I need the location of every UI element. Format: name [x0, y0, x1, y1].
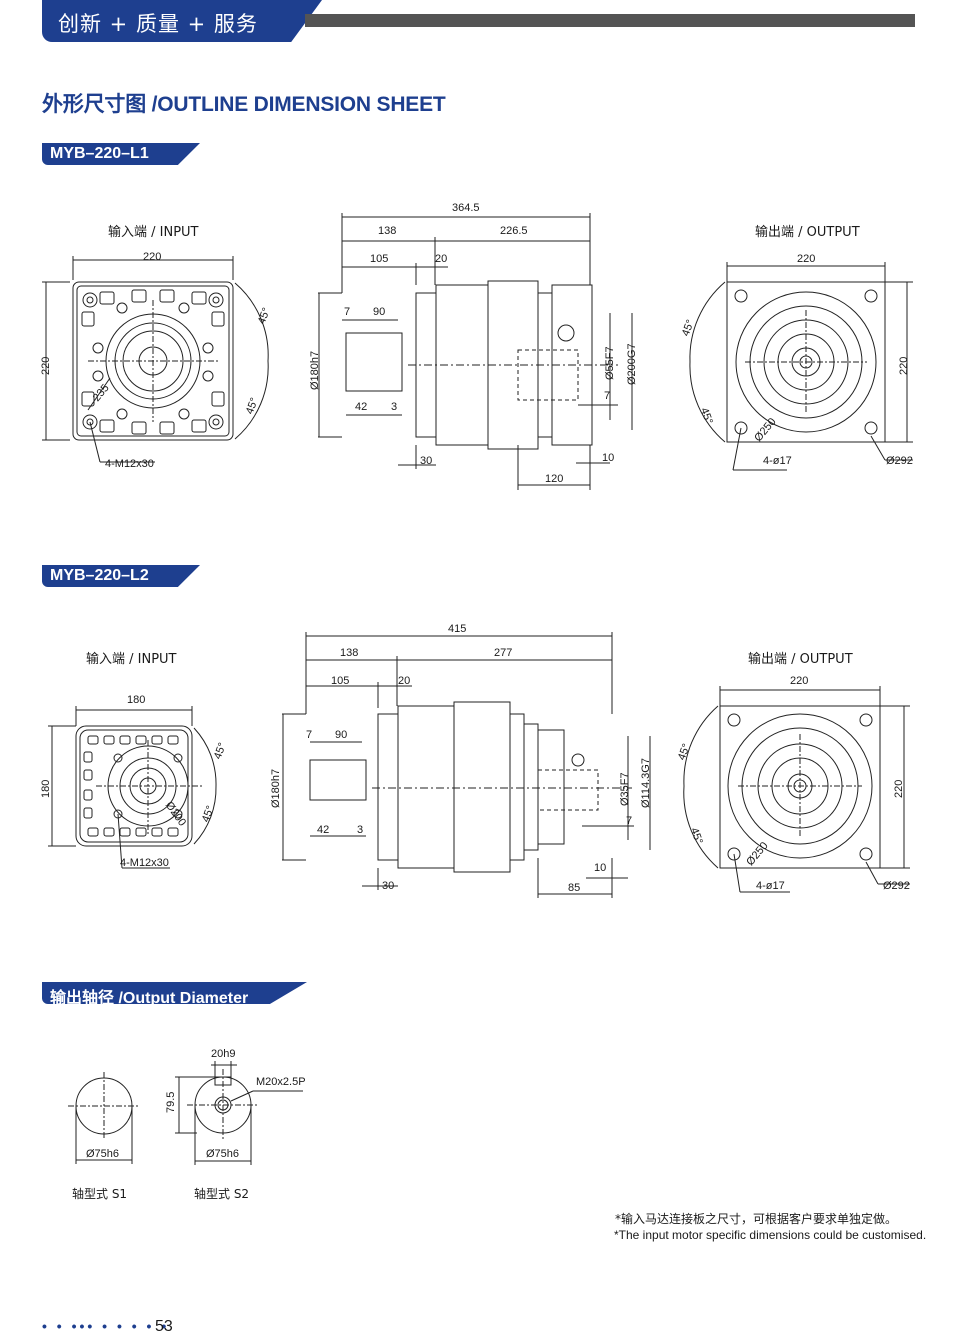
shaft-s2-dia: Ø75h6	[206, 1148, 240, 1160]
input-flange-drawing-l1	[40, 250, 280, 480]
shaft-s2-label: 轴型式 S2	[194, 1187, 250, 1201]
shaft-s2-key: 20h9	[211, 1048, 236, 1060]
model-tag-l1: MYB–220–L1	[42, 143, 200, 165]
output-label-l1: 输出端 / OUTPUT	[755, 225, 860, 240]
l1-side-20: 20	[435, 253, 448, 265]
page-number: 53	[155, 1318, 173, 1335]
side-view-drawing-l1	[318, 205, 648, 490]
input-flange-drawing-l2	[40, 700, 240, 880]
l2-side-phi35: Ø35F7	[619, 772, 631, 806]
l1-input-width: 220	[143, 251, 162, 263]
l2-output-height: 220	[893, 779, 905, 798]
note-cn: *输入马达连接板之尺寸，可根据客户要求单独定做。	[615, 1212, 898, 1226]
l1-output-holes: 4-ø17	[763, 455, 792, 467]
l2-side-total: 415	[448, 623, 467, 635]
shaft-s2-height: 79.5	[165, 1091, 177, 1113]
l2-side-85: 85	[568, 882, 581, 894]
l2-side-277: 277	[494, 647, 513, 659]
header-title: 创新 + 质量 + 服务	[58, 12, 258, 36]
l1-output-height: 220	[898, 356, 910, 375]
footer-dots: • • ••• • • • • •	[42, 1318, 170, 1334]
input-label-l1: 输入端 / INPUT	[108, 225, 199, 240]
shaft-s1-label: 轴型式 S1	[72, 1187, 128, 1201]
l2-side-90: 90	[335, 729, 348, 741]
output-label-l2: 输出端 / OUTPUT	[748, 652, 853, 667]
l1-side-105: 105	[370, 253, 389, 265]
l2-output-width: 220	[790, 675, 809, 687]
l1-side-3: 3	[391, 401, 398, 413]
l1-side-138: 138	[378, 225, 397, 237]
l1-side-30: 30	[420, 455, 433, 467]
shaft-s2-drawing	[175, 1055, 305, 1170]
l1-side-phi200: Ø200G7	[626, 343, 638, 385]
l2-input-holes: 4-M12x30	[120, 857, 169, 869]
l1-side-226: 226.5	[500, 225, 528, 237]
l2-input-width: 180	[127, 694, 146, 706]
l1-side-phi55: Ø55F7	[604, 346, 616, 380]
l2-side-3: 3	[357, 824, 364, 836]
l1-input-holes: 4-M12x30	[105, 458, 154, 470]
model-tag-l2: MYB–220–L2	[42, 565, 200, 587]
l2-side-138: 138	[340, 647, 359, 659]
header-tab	[42, 0, 322, 42]
l1-side-total: 364.5	[452, 202, 480, 214]
l2-side-7: 7	[306, 729, 313, 741]
l1-side-120: 120	[545, 473, 564, 485]
l2-side-7b: 7	[626, 815, 633, 827]
l2-side-phi180: Ø180h7	[270, 768, 282, 808]
l1-output-phi292: Ø292	[886, 455, 913, 467]
l2-input-height: 180	[40, 779, 52, 798]
l2-side-105: 105	[331, 675, 350, 687]
l2-side-phi114: Ø114.3G7	[640, 758, 652, 808]
l1-output-width: 220	[797, 253, 816, 265]
l1-side-7b: 7	[604, 390, 611, 402]
model-tag-output-diameter: 输出轴径 /Output Diameter	[42, 982, 307, 1004]
l2-side-10: 10	[594, 862, 607, 874]
input-label-l2: 输入端 / INPUT	[86, 652, 177, 667]
l1-side-42: 42	[355, 401, 368, 413]
l1-side-10: 10	[602, 452, 615, 464]
l1-side-7: 7	[344, 306, 351, 318]
l2-side-30: 30	[382, 880, 395, 892]
l1-input-height: 220	[40, 356, 52, 375]
l2-output-holes: 4-ø17	[756, 880, 785, 892]
shaft-s2-thread: M20x2.5P	[256, 1076, 306, 1088]
l2-side-20: 20	[398, 675, 411, 687]
l2-side-42: 42	[317, 824, 330, 836]
header-bar	[305, 14, 915, 27]
shaft-s1-dia: Ø75h6	[86, 1148, 120, 1160]
note-en: *The input motor specific dimensions cou…	[614, 1228, 927, 1242]
output-flange-drawing-l1	[685, 250, 925, 480]
shaft-s1-drawing	[60, 1070, 150, 1170]
l1-side-90: 90	[373, 306, 386, 318]
page-title: 外形尺寸图 /OUTLINE DIMENSION SHEET	[42, 93, 446, 116]
l2-output-phi292: Ø292	[883, 880, 910, 892]
l1-side-phi180: Ø180h7	[309, 350, 321, 390]
side-view-drawing-l2	[282, 628, 662, 903]
output-flange-drawing-l2	[680, 678, 920, 908]
